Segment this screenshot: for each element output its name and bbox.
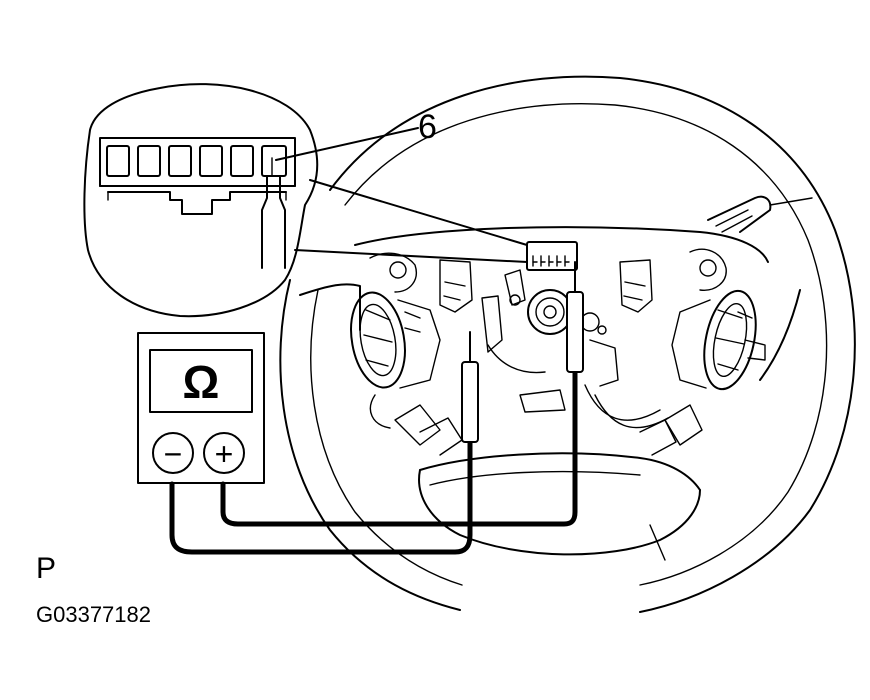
view-label: P bbox=[36, 552, 57, 585]
ohm-symbol: Ω bbox=[183, 356, 220, 408]
left-switch-pad bbox=[350, 252, 441, 389]
test-leads bbox=[169, 261, 584, 555]
right-switch-pad bbox=[671, 248, 766, 391]
magnifier-callout bbox=[83, 83, 528, 318]
positive-lead-wire bbox=[220, 367, 578, 527]
ohmmeter bbox=[137, 332, 265, 484]
callout-6-leader bbox=[275, 127, 419, 161]
negative-probe bbox=[461, 361, 479, 443]
callout-number-6: 6 bbox=[418, 108, 437, 146]
steering-wheel-rim bbox=[279, 75, 856, 613]
steering-wheel-hub bbox=[299, 226, 801, 556]
figure-code: G03377182 bbox=[36, 602, 151, 627]
upper-right-stalk bbox=[707, 195, 772, 233]
negative-lead-wire bbox=[169, 437, 473, 555]
positive-probe bbox=[566, 291, 584, 373]
positive-terminal-symbol: + bbox=[215, 436, 234, 472]
center-mechanism bbox=[369, 259, 753, 456]
negative-terminal-symbol: − bbox=[164, 436, 183, 472]
wheel-connector bbox=[526, 241, 578, 271]
